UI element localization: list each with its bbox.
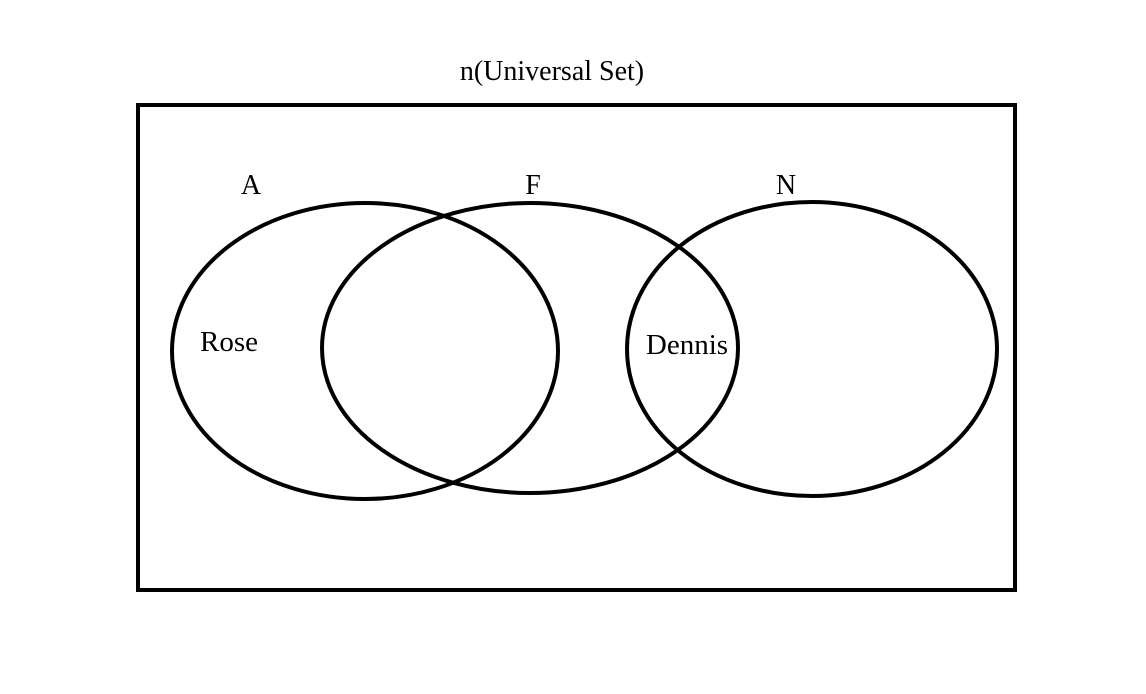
- set-a-label: A: [241, 170, 262, 201]
- set-f-circle: [320, 201, 740, 495]
- member-dennis: Dennis: [646, 329, 728, 361]
- universal-set-title: n(Universal Set): [460, 56, 644, 87]
- set-n-label: N: [776, 170, 796, 201]
- set-n-circle: [625, 200, 999, 498]
- set-a-circle: [170, 201, 560, 501]
- member-rose: Rose: [200, 326, 258, 358]
- universal-set-box: [136, 103, 1017, 592]
- set-f-label: F: [525, 170, 541, 201]
